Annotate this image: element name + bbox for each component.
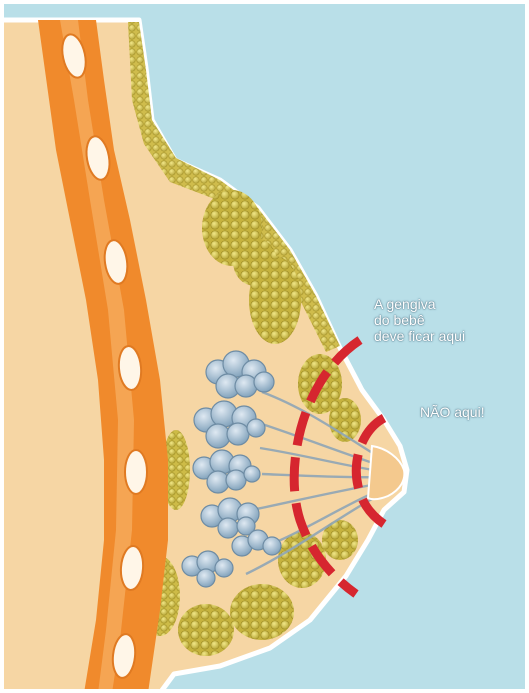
correct-position-label: A gengiva do bebê deve ficar aqui (374, 296, 465, 344)
wrong-position-label: NÃO aqui! (420, 404, 485, 420)
